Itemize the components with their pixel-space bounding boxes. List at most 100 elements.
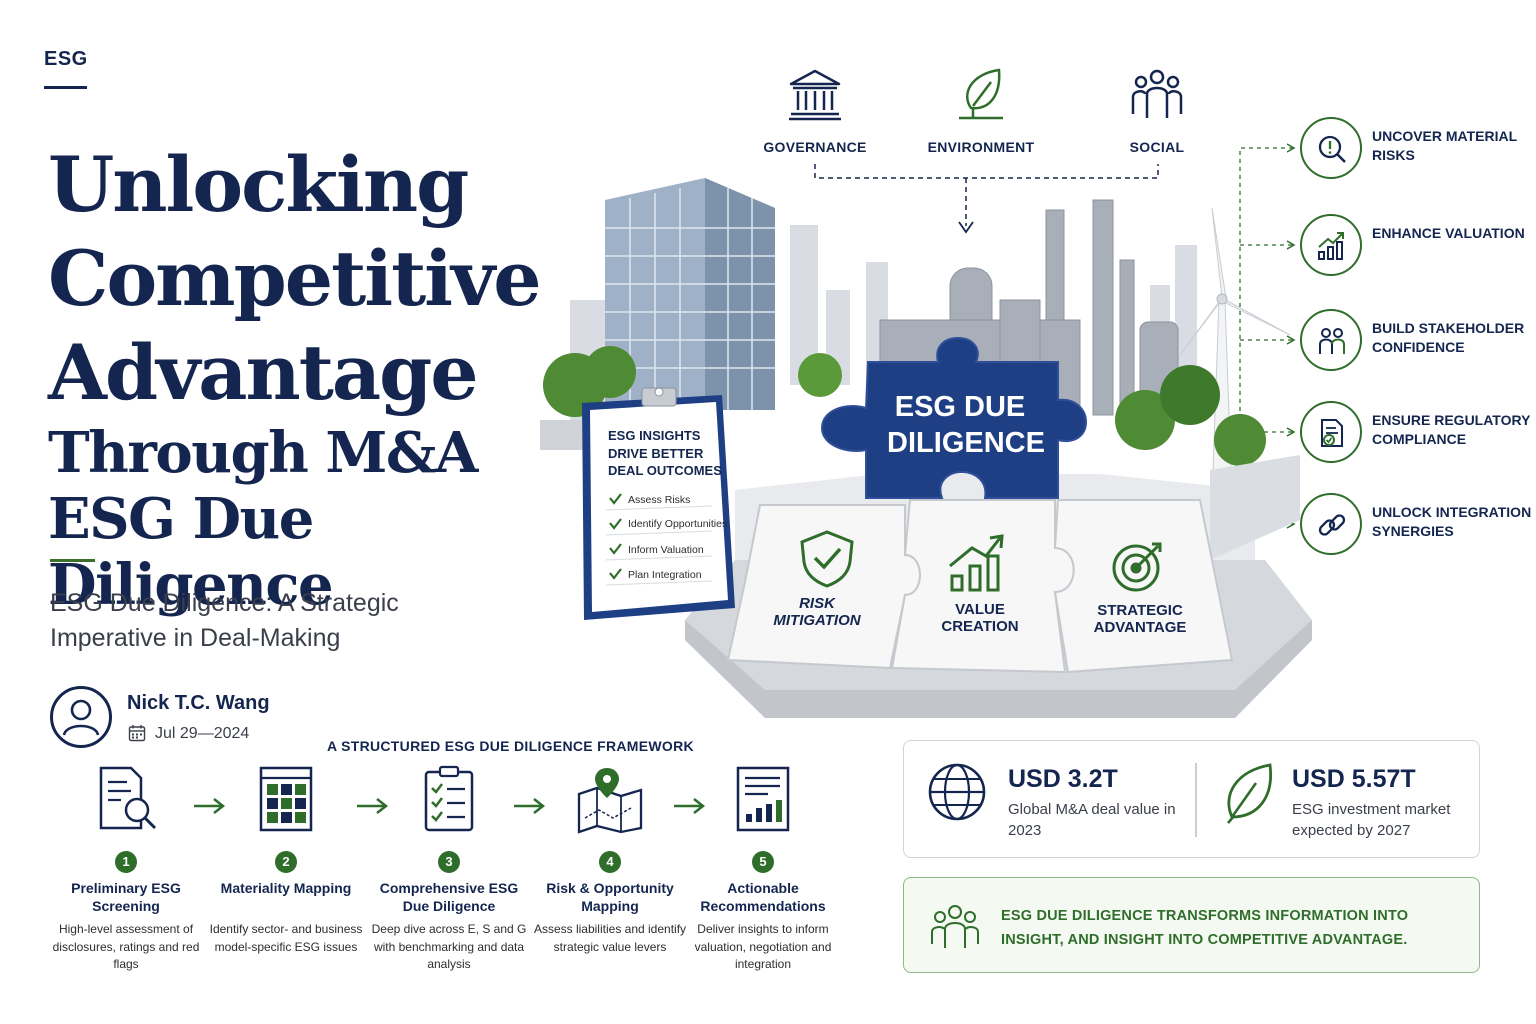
title-divider (50, 559, 95, 562)
puzzle-main-line-2: DILIGENCE (887, 427, 1045, 459)
clipboard-item-2: Identify Opportunities (628, 518, 727, 530)
author-name: Nick T.C. Wang (127, 692, 270, 714)
stakeholders-icon (1319, 328, 1345, 354)
puzzle-label-strategic-1: STRATEGIC (1097, 602, 1183, 619)
benefit-enhance-valuation: ENHANCE VALUATION (1300, 214, 1530, 278)
bank-icon (789, 69, 841, 121)
trees (543, 346, 1266, 466)
step-number: 4 (599, 851, 621, 873)
pillar-social: SOCIAL (1092, 64, 1222, 155)
clipboard-heading-1: ESG INSIGHTS (608, 428, 701, 443)
puzzle-label-value-2: CREATION (941, 618, 1018, 635)
step-title: Risk & Opportunity Mapping (546, 880, 674, 914)
benefit-label: ENHANCE VALUATION (1372, 225, 1525, 241)
arrow-right-icon (357, 798, 389, 814)
framework-step-2: 2 Materiality Mapping Identify sector- a… (206, 764, 366, 956)
pillar-environment: ENVIRONMENT (916, 64, 1046, 155)
step-description: Deliver insights to inform valuation, ne… (694, 922, 832, 971)
step-description: Assess liabilities and identify strategi… (533, 922, 687, 954)
chain-link-icon (1318, 514, 1346, 536)
puzzle-piece-value (890, 499, 1075, 674)
framework-step-5: 5 Actionable Recommendations Deliver ins… (683, 764, 843, 974)
title-line-2: Competitive (48, 234, 542, 323)
target-icon (1112, 542, 1162, 592)
leaf-icon (959, 68, 1003, 120)
step-title: Preliminary ESG Screening (71, 880, 181, 914)
title-line-3: Advantage (48, 328, 479, 417)
step-title: Materiality Mapping (220, 880, 352, 896)
pillar-label-environment: ENVIRONMENT (927, 139, 1035, 155)
benefit-label: BUILD STAKEHOLDER CONFIDENCE (1372, 320, 1525, 355)
pillar-label-governance: GOVERNANCE (763, 139, 867, 155)
step-number: 5 (752, 851, 774, 873)
globe-icon (928, 763, 986, 821)
step-number: 3 (438, 851, 460, 873)
arrow-right-icon (674, 798, 706, 814)
puzzle-piece-risk (726, 504, 921, 670)
clipboard-heading-3: DEAL OUTCOMES (608, 463, 722, 478)
puzzle-piece-strategic (1053, 499, 1234, 674)
page-title: Unlocking Competitive Advantage Through … (48, 138, 588, 618)
clipboard-heading-2: DRIVE BETTER (608, 446, 704, 461)
puzzle-piece-esg: ESG DUE DILIGENCE (820, 336, 1088, 499)
framework-step-1: 1 Preliminary ESG Screening High-level a… (46, 764, 206, 974)
title-line-4: Through M&A (48, 420, 478, 486)
step-title: Comprehensive ESG Due Diligence (379, 880, 519, 914)
title-line-5: ESG Due Diligence (48, 486, 334, 618)
document-search-icon (99, 766, 157, 830)
puzzle-label-risk-1: RISK (799, 595, 836, 612)
office-building (605, 178, 775, 410)
step-title: Actionable Recommendations (700, 880, 826, 914)
map-pin-icon (577, 768, 643, 834)
step-description: Deep dive across E, S and G with benchma… (371, 922, 527, 971)
people-icon (931, 905, 979, 948)
framework-title: A STRUCTURED ESG DUE DILIGENCE FRAMEWORK (327, 738, 694, 754)
growth-chart-icon (1318, 232, 1344, 260)
puzzle-label-strategic-2: ADVANTAGE (1094, 619, 1187, 636)
pillar-label-social: SOCIAL (1129, 139, 1185, 155)
benefit-label: ENSURE REGULATORY COMPLIANCE (1372, 412, 1531, 447)
benefit-uncover-risks: UNCOVER MATERIAL RISKS (1300, 117, 1530, 181)
section-tag: ESG (44, 48, 88, 70)
stats-divider (1195, 763, 1197, 837)
leaf-icon (1227, 763, 1273, 824)
step-number: 2 (275, 851, 297, 873)
benefit-stakeholder-confidence: BUILD STAKEHOLDER CONFIDENCE (1300, 309, 1530, 373)
pillar-governance: GOVERNANCE (750, 64, 880, 155)
clipboard-item-4: Plan Integration (628, 569, 702, 581)
checklist-icon (424, 765, 474, 832)
report-icon (736, 766, 790, 832)
clipboard-item-3: Inform Valuation (628, 544, 704, 556)
arrow-right-icon (514, 798, 546, 814)
avatar-icon (50, 686, 112, 748)
step-description: Identify sector- and business model-spec… (209, 922, 363, 954)
puzzle-main-line-1: ESG DUE (895, 391, 1026, 423)
puzzle-label-risk-2: MITIGATION (773, 612, 861, 629)
shield-check-icon (800, 530, 854, 588)
benefit-integration-synergies: UNLOCK INTEGRATION SYNERGIES (1300, 493, 1532, 557)
step-number: 1 (115, 851, 137, 873)
step-description: High-level assessment of disclosures, ra… (52, 922, 200, 971)
puzzle-label-value-1: VALUE (955, 601, 1005, 618)
stats-panel: USD 3.2T Global M&A deal value in 2023 U… (903, 740, 1480, 858)
stat-description-deal: Global M&A deal value in 2023 (1008, 801, 1176, 839)
subtitle: ESG Due Diligence: A Strategic Imperativ… (50, 589, 399, 652)
arrow-right-icon (194, 798, 226, 814)
framework-step-3: 3 Comprehensive ESG Due Diligence Deep d… (369, 764, 529, 974)
benefit-regulatory-compliance: ENSURE REGULATORY COMPLIANCE (1300, 401, 1530, 465)
clipboard: ESG INSIGHTS DRIVE BETTER DEAL OUTCOMES … (582, 387, 735, 620)
quote-text: ESG DUE DILIGENCE TRANSFORMS INFORMATION… (1001, 908, 1409, 948)
publish-date: Jul 29—2024 (155, 725, 250, 742)
benefit-label: UNCOVER MATERIAL RISKS (1372, 128, 1517, 163)
magnifier-alert-icon (1318, 135, 1346, 163)
calendar-icon (128, 725, 146, 742)
stat-description-esg-market: ESG investment market expected by 2027 (1292, 801, 1451, 839)
stat-value-esg-market: USD 5.57T (1292, 765, 1416, 793)
framework-step-4: 4 Risk & Opportunity Mapping Assess liab… (530, 764, 690, 956)
people-icon (1131, 69, 1183, 118)
benefit-label: UNLOCK INTEGRATION SYNERGIES (1372, 504, 1532, 539)
bar-chart-icon (949, 534, 1004, 592)
matrix-icon (259, 766, 313, 832)
title-line-1: Unlocking (48, 140, 469, 229)
